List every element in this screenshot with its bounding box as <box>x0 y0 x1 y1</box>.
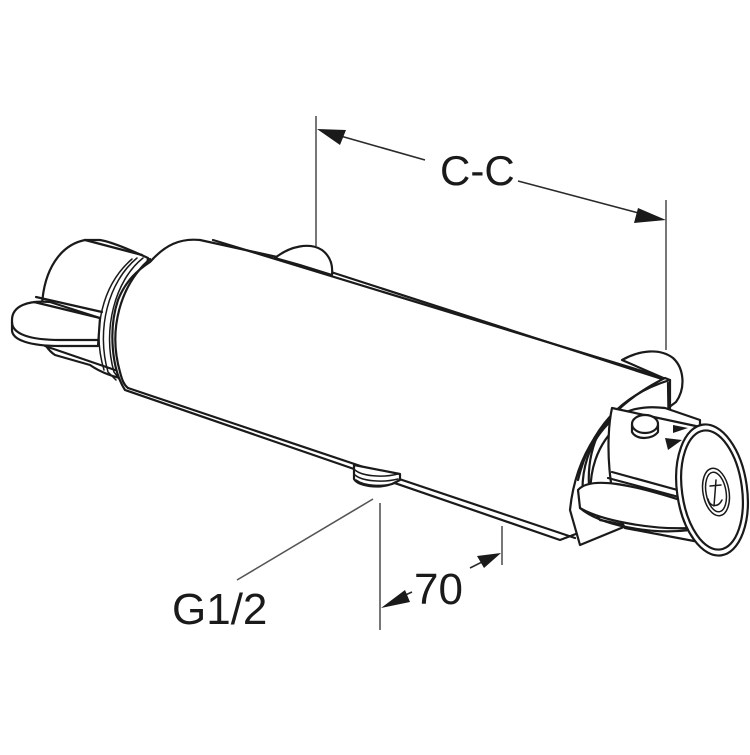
temperature-dial <box>576 406 749 557</box>
rear-inlet-left <box>273 244 334 277</box>
outlet-thread <box>352 463 402 488</box>
valve-body <box>98 238 667 542</box>
rear-inlet-right <box>620 350 684 410</box>
dimension-70 <box>379 503 503 630</box>
arrowhead-left <box>317 129 346 145</box>
direction-arrow-up <box>673 425 688 433</box>
dimension-cc <box>315 116 667 350</box>
arrowhead-right <box>634 208 666 223</box>
anchor-logo-icon <box>701 467 731 517</box>
dimension-line-right <box>517 180 651 217</box>
leader-line-g12 <box>236 498 374 581</box>
dimension-label-cc: C-C <box>440 147 515 194</box>
thread-label-g12: G1/2 <box>172 585 268 634</box>
arrowhead-70-right <box>477 553 501 568</box>
arrowhead-70-left <box>381 590 410 608</box>
direction-arrow-down <box>665 438 682 450</box>
dimension-line-left <box>329 132 426 161</box>
dimension-label-70: 70 <box>414 565 463 614</box>
